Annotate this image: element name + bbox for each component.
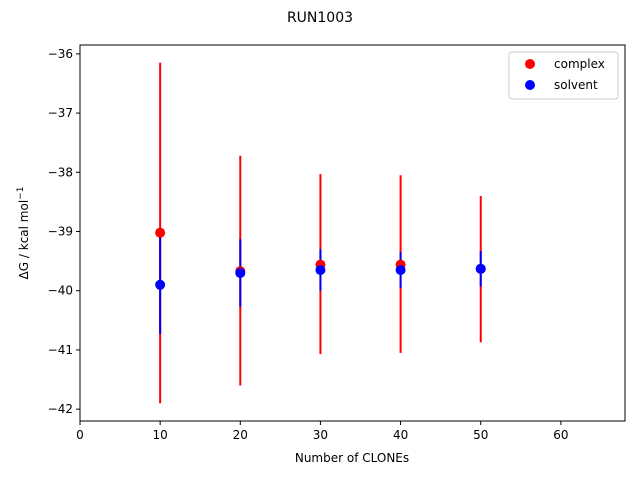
legend-label-complex: complex	[554, 57, 605, 71]
legend-marker-complex	[525, 59, 535, 69]
x-tick-label: 40	[393, 428, 408, 442]
y-tick-label: −36	[48, 47, 73, 61]
legend-box	[508, 51, 619, 100]
solvent-point	[235, 267, 246, 278]
y-tick-label: −38	[48, 165, 73, 179]
x-tick-label: 20	[233, 428, 248, 442]
y-axis-label: ΔG / kcal mol−1	[16, 187, 31, 280]
y-tick-label: −42	[48, 402, 73, 416]
x-tick-label: 60	[553, 428, 568, 442]
y-tick-label: −37	[48, 106, 73, 120]
legend-label-solvent: solvent	[554, 78, 598, 92]
legend: complex solvent	[508, 51, 619, 100]
x-tick-label: 50	[473, 428, 488, 442]
x-tick-label: 30	[313, 428, 328, 442]
y-axis-label-exponent: −1	[16, 187, 26, 200]
solvent-point	[315, 265, 326, 276]
y-tick-label: −41	[48, 343, 73, 357]
complex-point	[155, 227, 166, 238]
legend-marker-solvent	[525, 80, 535, 90]
x-axis-label: Number of CLONEs	[295, 451, 409, 465]
y-axis: −42 −41 −40 −39 −38 −37 −36	[48, 47, 80, 416]
chart-title: RUN1003	[287, 10, 353, 26]
y-tick-label: −40	[48, 284, 73, 298]
solvent-point	[395, 265, 406, 276]
x-tick-label: 10	[153, 428, 168, 442]
x-tick-label: 0	[76, 428, 84, 442]
plot-frame	[79, 44, 626, 422]
solvent-point	[475, 263, 486, 274]
y-tick-label: −39	[48, 225, 73, 239]
y-axis-label-text: ΔG / kcal mol	[17, 200, 31, 280]
solvent-point	[155, 279, 166, 290]
plot-area	[155, 62, 486, 404]
x-axis: 0 10 20 30 40 50 60	[76, 421, 569, 442]
